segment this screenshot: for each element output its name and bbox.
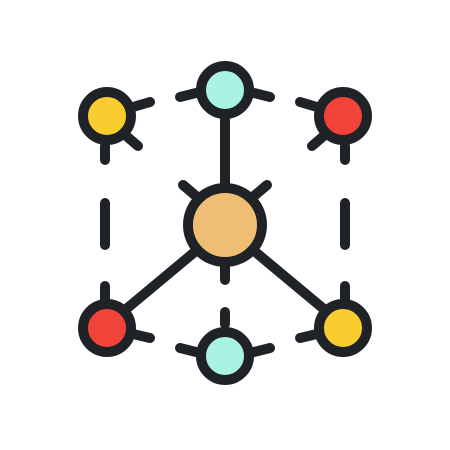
- dashed-links: [100, 141, 350, 305]
- node-center: [183, 183, 267, 267]
- link-center-bottom-right: [248, 245, 330, 315]
- node-top: [196, 61, 254, 119]
- node-bottom-right: [314, 299, 372, 357]
- nodes: [78, 61, 372, 385]
- spoke-bottom-left: [175, 343, 201, 357]
- node-bottom-left: [78, 299, 136, 357]
- spoke-top-left: [175, 88, 201, 102]
- spoke-bottom-right: [249, 343, 275, 357]
- spoke-center-ur: [249, 180, 272, 201]
- spoke-tr-left: [295, 97, 322, 112]
- node-top-left: [78, 87, 136, 145]
- node-bottom: [196, 327, 254, 385]
- node-top-right: [314, 87, 372, 145]
- spoke-br-left: [295, 329, 322, 343]
- link-center-bottom-left: [120, 245, 202, 315]
- node-spokes: [119, 88, 331, 357]
- spoke-tl-right: [128, 97, 155, 112]
- connection-lines: [120, 115, 330, 315]
- spoke-top-right: [249, 88, 275, 102]
- spoke-center-ul: [178, 180, 201, 201]
- spoke-bl-right: [128, 329, 155, 343]
